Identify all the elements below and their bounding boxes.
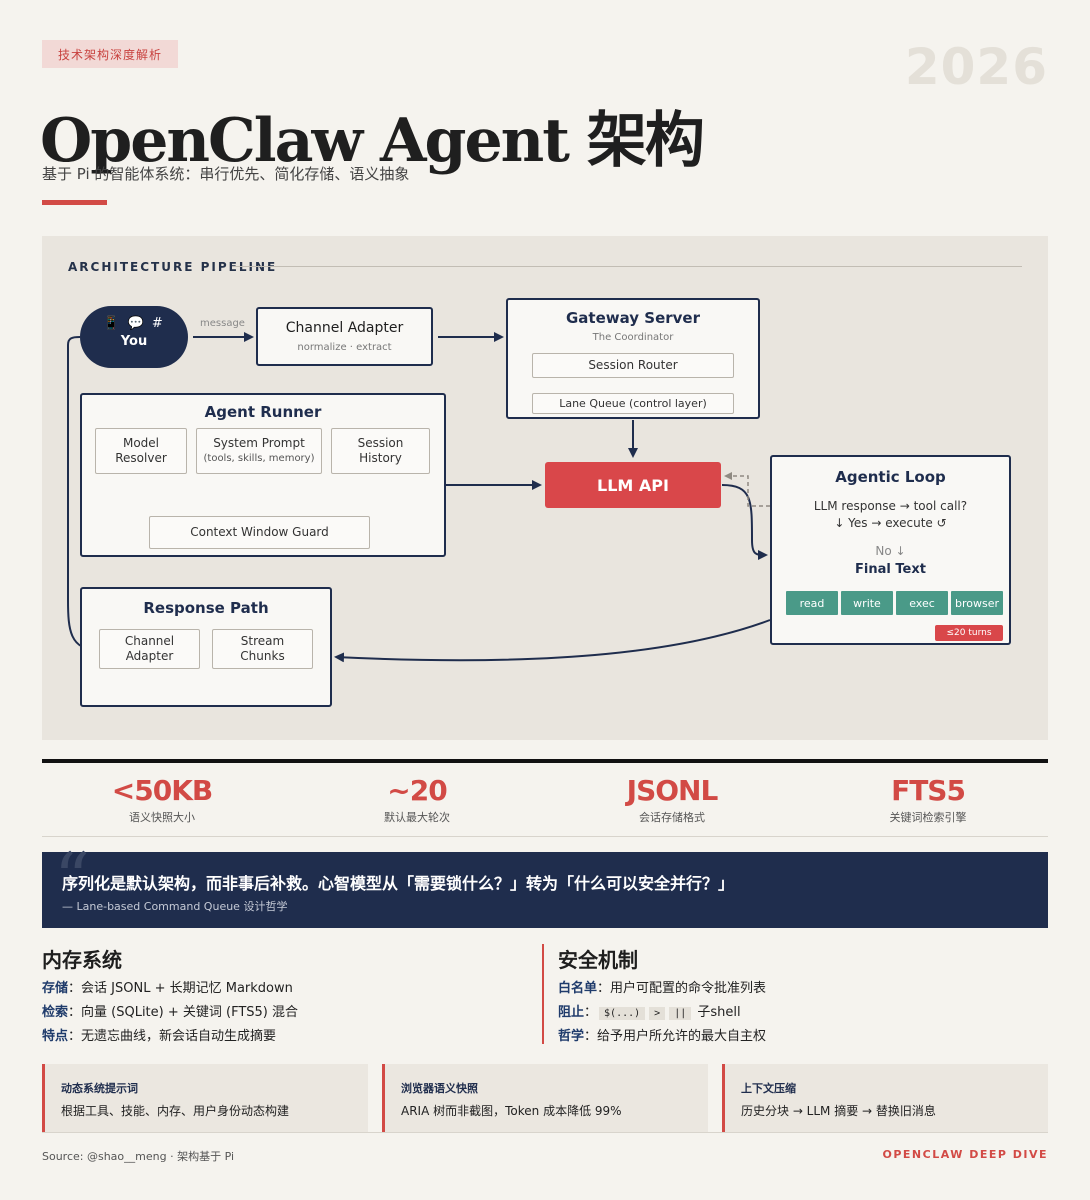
- system-prompt-label: System Prompt: [213, 436, 305, 450]
- card-title: 上下文压缩: [741, 1082, 796, 1095]
- stat-value: <50KB: [111, 774, 213, 807]
- security-section-title: 安全机制: [558, 948, 638, 972]
- card-context-compression: 上下文压缩 历史分块 → LLM 摘要 → 替换旧消息: [722, 1064, 1048, 1132]
- loop-final-text: Final Text: [855, 562, 926, 577]
- message-label: message: [200, 318, 245, 329]
- stat-storage-format: JSONL 会话存储格式: [572, 774, 772, 825]
- quote-banner: “ 序列化是默认架构，而非事后补救。心智模型从「需要锁什么？」转为「什么可以安全…: [42, 838, 1048, 928]
- gateway-title: Gateway Server: [565, 309, 701, 327]
- channel-adapter-sub: normalize · extract: [297, 342, 392, 353]
- model-resolver: Model Resolver: [95, 428, 187, 474]
- arrow-loop-to-llm-dashed: [724, 472, 770, 507]
- header-tag: 技术架构深度解析: [42, 40, 178, 68]
- footer-source: Source: @shao__meng · 架构基于 Pi: [42, 1150, 235, 1163]
- user-label: You: [120, 334, 148, 349]
- page-subtitle: 基于 Pi 的智能体系统：串行优先、简化存储、语义抽象: [42, 165, 410, 183]
- line-text: ：会话 JSONL + 长期记忆 Markdown: [68, 981, 293, 996]
- page-title: OpenClaw Agent 架构: [40, 106, 705, 176]
- line-key: 特点: [42, 1029, 69, 1044]
- card-dynamic-prompt: 动态系统提示词 根据工具、技能、内存、用户身份动态构建: [42, 1064, 368, 1132]
- card-title: 动态系统提示词: [61, 1082, 138, 1095]
- memory-line-retrieval: 检索：向量 (SQLite) + 关键词 (FTS5) 混合: [42, 1001, 298, 1020]
- memory-line-storage: 存储：会话 JSONL + 长期记忆 Markdown: [42, 977, 293, 996]
- card-title: 浏览器语义快照: [401, 1082, 478, 1095]
- turns-badge: ≤20 turns: [935, 625, 1003, 641]
- session-history: Session History: [331, 428, 430, 474]
- memory-section-title: 内存系统: [42, 948, 122, 972]
- agent-runner-title: Agent Runner: [204, 403, 322, 421]
- stat-label: 语义快照大小: [129, 811, 195, 824]
- quote-attribution: — Lane-based Command Queue 设计哲学: [62, 900, 288, 913]
- line-key: 阻止: [558, 1005, 585, 1020]
- line-sep: ：: [584, 1005, 598, 1020]
- pipeline-label-rule: [232, 266, 1022, 267]
- card-desc: 根据工具、技能、内存、用户身份动态构建: [61, 1104, 290, 1118]
- arrow-loop-to-response: [334, 619, 771, 663]
- response-channel-adapter: Channel Adapter: [99, 629, 200, 669]
- memory-line-features: 特点：无遗忘曲线，新会话自动生成摘要: [42, 1025, 276, 1044]
- agentic-loop-box: Agentic Loop LLM response → tool call? ↓…: [770, 455, 1011, 645]
- session-router: Session Router: [532, 353, 734, 378]
- channel-adapter-title: Channel Adapter: [285, 320, 404, 336]
- line-key: 检索: [42, 1005, 69, 1020]
- gateway-sub: The Coordinator: [592, 332, 674, 343]
- lane-queue: Lane Queue (control layer): [532, 393, 734, 414]
- channel-adapter-box: Channel Adapter normalize · extract: [256, 307, 433, 366]
- pipeline-label: ARCHITECTURE PIPELINE: [68, 260, 278, 274]
- line-text: ：用户可配置的命令批准列表: [597, 981, 767, 996]
- security-line-philosophy: 哲学：给予用户所允许的最大自主权: [558, 1025, 766, 1044]
- stats-top-rule: [42, 759, 1048, 763]
- tool-read: read: [786, 591, 838, 615]
- security-line-block: 阻止：$(...)>|| 子shell: [558, 1001, 741, 1020]
- stream-chunks: Stream Chunks: [212, 629, 313, 669]
- year-watermark: 2026: [904, 38, 1048, 96]
- security-divider: [542, 944, 544, 1044]
- stat-snapshot-size: <50KB 语义快照大小: [62, 774, 262, 825]
- stats-bottom-rule: [42, 836, 1048, 837]
- line-key: 存储: [42, 981, 69, 996]
- line-key: 哲学: [558, 1029, 585, 1044]
- user-node: 📱 💬 # You: [80, 306, 188, 368]
- code-redirect: >: [649, 1007, 666, 1020]
- system-prompt: System Prompt (tools, skills, memory): [196, 428, 322, 474]
- loop-no-branch: No ↓: [875, 544, 906, 558]
- line-text: ：向量 (SQLite) + 关键词 (FTS5) 混合: [68, 1005, 299, 1020]
- footer-rule: [42, 1132, 1048, 1133]
- response-path-title: Response Path: [143, 599, 269, 617]
- tool-write: write: [841, 591, 893, 615]
- channel-icons: 📱 💬 #: [103, 316, 165, 331]
- arrow-response-to-you: [67, 336, 99, 651]
- loop-yes-branch: ↓ Yes → execute ↺: [834, 516, 947, 530]
- quote-mark: “: [54, 838, 90, 920]
- footer-brand: OPENCLAW DEEP DIVE: [882, 1148, 1048, 1161]
- card-desc: 历史分块 → LLM 摘要 → 替换旧消息: [741, 1104, 936, 1118]
- stat-label: 关键词检索引擎: [889, 811, 967, 824]
- security-line-whitelist: 白名单：用户可配置的命令批准列表: [558, 977, 766, 996]
- stat-label: 默认最大轮次: [384, 811, 450, 824]
- stat-search-engine: FTS5 关键词检索引擎: [828, 774, 1028, 825]
- card-browser-snapshot: 浏览器语义快照 ARIA 树而非截图，Token 成本降低 99%: [382, 1064, 708, 1132]
- code-or: ||: [669, 1007, 692, 1020]
- line-text: ：给予用户所允许的最大自主权: [584, 1029, 767, 1044]
- title-accent-bar: [42, 200, 107, 205]
- stat-label: 会话存储格式: [639, 811, 705, 824]
- code-subshell: $(...): [599, 1007, 646, 1020]
- stat-value: ~20: [387, 774, 447, 807]
- quote-text: 序列化是默认架构，而非事后补救。心智模型从「需要锁什么？」转为「什么可以安全并行…: [62, 874, 735, 893]
- arrow-llm-to-loop: [721, 484, 768, 560]
- tool-browser: browser: [951, 591, 1003, 615]
- line-text: ：无遗忘曲线，新会话自动生成摘要: [68, 1029, 277, 1044]
- line-key: 白名单: [558, 981, 598, 996]
- card-desc: ARIA 树而非截图，Token 成本降低 99%: [401, 1104, 622, 1118]
- line-text: 子shell: [697, 1005, 741, 1020]
- llm-api-node: LLM API: [545, 462, 721, 508]
- context-window-guard: Context Window Guard: [149, 516, 370, 549]
- stat-value: JSONL: [626, 774, 719, 807]
- tool-exec: exec: [896, 591, 948, 615]
- stat-max-turns: ~20 默认最大轮次: [317, 774, 517, 825]
- agentic-loop-title: Agentic Loop: [835, 468, 946, 486]
- stat-value: FTS5: [891, 774, 966, 807]
- loop-condition: LLM response → tool call?: [813, 499, 968, 513]
- system-prompt-sub: (tools, skills, memory): [203, 453, 315, 464]
